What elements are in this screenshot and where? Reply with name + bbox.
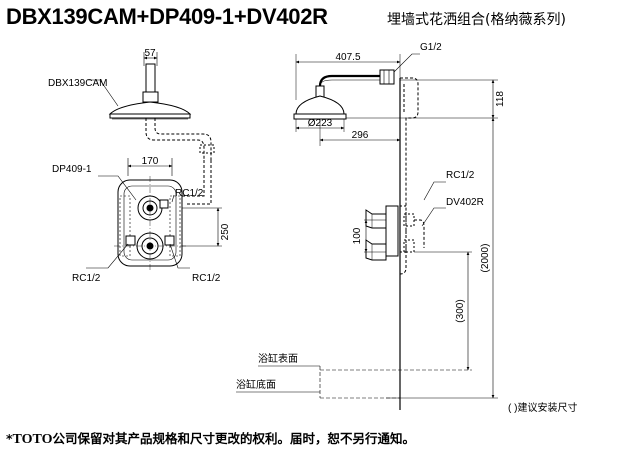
showerhead-label: DBX139CAM bbox=[48, 78, 107, 89]
left-elevation-view: 57 170 bbox=[86, 48, 222, 270]
dim-300: (300) bbox=[455, 299, 466, 322]
dim-100: 100 bbox=[352, 227, 363, 244]
product-subtitle: 埋墙式花洒组合(格纳薇系列) bbox=[387, 12, 566, 28]
brand-name: TOTO bbox=[12, 432, 53, 447]
port-label: RC1/2 bbox=[446, 170, 475, 181]
port-label-right-upper: RC1/2 bbox=[175, 188, 204, 199]
valve-label: DP409-1 bbox=[52, 164, 92, 175]
dim-118: 118 bbox=[495, 91, 506, 107]
footer-star: * bbox=[6, 431, 13, 446]
footer-text: 公司保留对其产品规格和尺寸更改的权利。届时，恕不另行通知。 bbox=[52, 431, 416, 446]
copyright-footer: *TOTO公司保留对其产品规格和尺寸更改的权利。届时，恕不另行通知。 bbox=[6, 428, 415, 448]
bath-bottom-label: 浴缸底面 bbox=[236, 378, 276, 391]
diverter-label: DV402R bbox=[446, 197, 484, 208]
dim-2000: (2000) bbox=[480, 244, 491, 273]
port-label-right-lower: RC1/2 bbox=[192, 273, 221, 284]
install-note: ( )建议安装尺寸 bbox=[508, 401, 577, 414]
dim-250: 250 bbox=[220, 223, 231, 240]
port-label-left-lower: RC1/2 bbox=[72, 273, 101, 284]
dim-407-5: 407.5 bbox=[335, 52, 360, 63]
dim-296: 296 bbox=[352, 130, 369, 141]
bath-top-label: 浴缸表面 bbox=[258, 352, 298, 365]
model-title: DBX139CAM+DP409-1+DV402R bbox=[6, 4, 328, 29]
dim-head-diameter: Ø223 bbox=[308, 118, 333, 129]
inlet-label: G1/2 bbox=[420, 42, 442, 53]
dim-170: 170 bbox=[142, 156, 159, 167]
right-side-view bbox=[236, 53, 498, 410]
dim-57: 57 bbox=[144, 48, 156, 59]
